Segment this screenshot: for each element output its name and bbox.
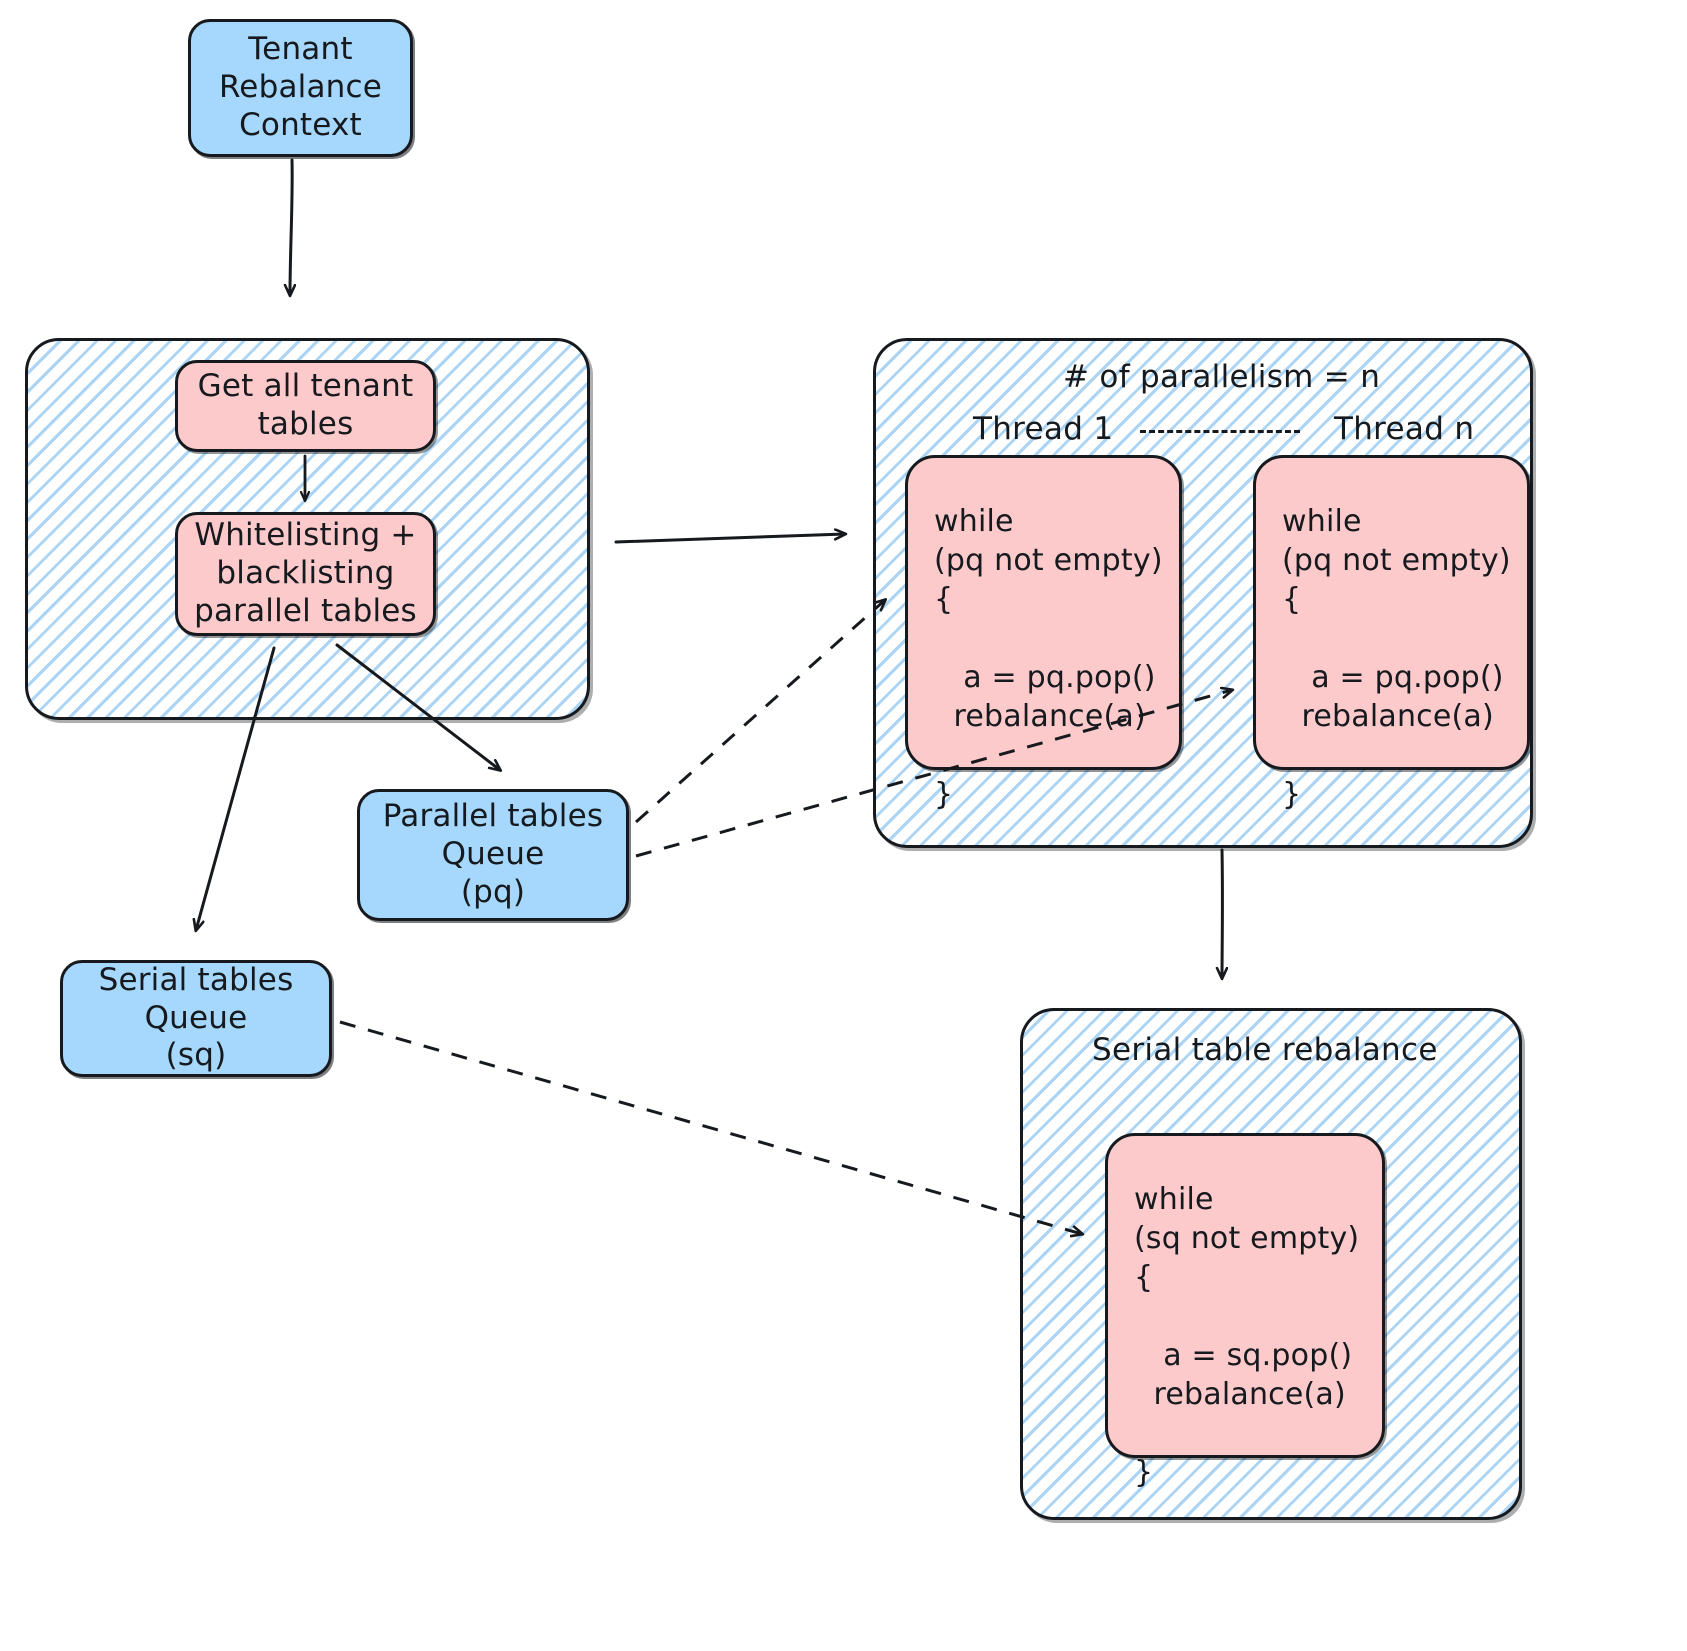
edge-parallel-queue-to-thread-1 <box>635 600 885 824</box>
node-get-all-tenant-tables[interactable]: Get all tenant tables <box>175 360 436 452</box>
code-thread-1: while (pq not empty) { a = pq.pop() reba… <box>905 455 1182 812</box>
parallelism-label: # of parallelism = n <box>1063 359 1381 395</box>
node-parallel-tables-queue[interactable]: Parallel tables Queue (pq) <box>357 789 629 921</box>
node-tenant-rebalance-context[interactable]: Tenant Rebalance Context <box>188 19 413 157</box>
edge-serial-queue-to-serial-loop <box>339 1020 1082 1234</box>
node-whitelisting-blacklisting[interactable]: Whitelisting + blacklisting parallel tab… <box>175 512 436 636</box>
edge-context-to-preparation <box>290 158 292 295</box>
code-thread-n: while (pq not empty) { a = pq.pop() reba… <box>1253 455 1530 812</box>
node-serial-tables-queue[interactable]: Serial tables Queue (sq) <box>60 960 332 1077</box>
code-serial-loop: while (sq not empty) { a = sq.pop() reba… <box>1105 1133 1385 1490</box>
thread-separator-dashes <box>1140 430 1300 433</box>
serial-rebalance-label: Serial table rebalance <box>1092 1032 1438 1068</box>
thread-last-label: Thread n <box>1334 411 1475 447</box>
thread-first-label: Thread 1 <box>973 411 1114 447</box>
edge-preparation-to-parallel-rebalance <box>614 534 845 544</box>
